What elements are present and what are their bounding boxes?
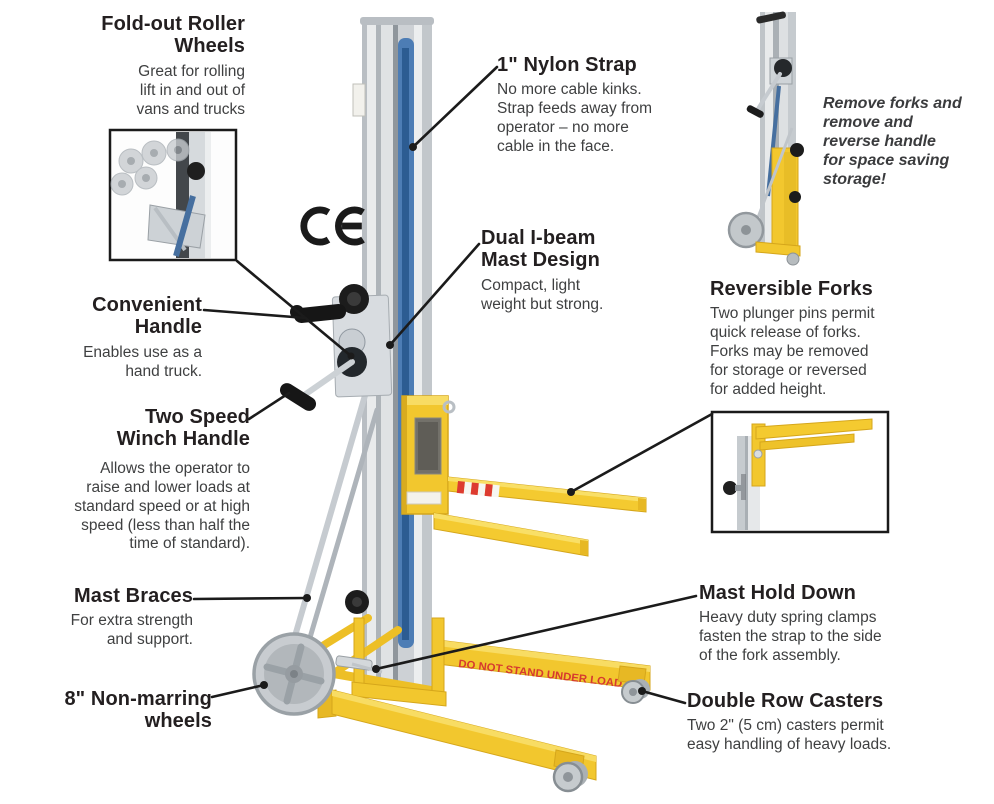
callout-line-hold-down — [374, 594, 698, 671]
callout-body-convenient-handle: Enables use as a hand truck. — [83, 343, 202, 380]
callout-title-fold-out-roller-wheels: Fold-out Roller Wheels — [101, 13, 245, 58]
roller-wheels — [110, 138, 190, 196]
callout-line-roller-inset — [235, 259, 353, 358]
base-frame: DO NOT STAND UNDER LOAD — [269, 614, 651, 793]
callout-title-convenient-handle: Convenient Handle — [92, 294, 202, 339]
callout-line-casters — [640, 689, 687, 705]
rear-caster — [617, 665, 650, 704]
callout-nylon-strap: 1" Nylon Strap No more cable kinks. Stra… — [497, 54, 679, 157]
callout-dot-wheels — [260, 681, 268, 689]
callout-mast-braces: Mast Braces For extra strength and suppo… — [40, 585, 193, 650]
folded-lift-photo — [727, 11, 804, 266]
winch-assembly — [279, 284, 393, 411]
callout-dot-dual-ibeam — [386, 341, 394, 349]
callout-line-wheels — [210, 683, 266, 699]
callout-title-mast-hold-down: Mast Hold Down — [699, 582, 856, 604]
storage-note: Remove forks and remove and reverse hand… — [823, 95, 962, 188]
roller-wheels-inset — [108, 128, 238, 262]
callout-title-nylon-strap: 1" Nylon Strap — [497, 54, 637, 76]
mast-label — [352, 83, 366, 117]
callout-title-dual-ibeam: Dual I-beam Mast Design — [481, 227, 600, 272]
callout-dot-casters — [638, 687, 646, 695]
callout-fold-out-roller-wheels: Fold-out Roller Wheels Great for rolling… — [58, 13, 245, 120]
callout-line-convenient — [202, 308, 308, 320]
lower-folded-roller — [345, 590, 369, 614]
carriage-loop — [442, 400, 456, 414]
callout-line-mast-braces — [192, 596, 309, 601]
nylon-strap — [398, 38, 414, 648]
callout-title-two-speed-winch: Two Speed Winch Handle — [116, 406, 250, 451]
callout-body-nylon-strap: No more cable kinks. Strap feeds away fr… — [497, 81, 653, 156]
reversible-fork-inset — [710, 410, 890, 534]
callout-convenient-handle: Convenient Handle Enables use as a hand … — [55, 294, 202, 382]
callout-body-fold-out-roller-wheels: Great for rolling lift in and out of van… — [136, 62, 245, 118]
ce-mark-icon — [300, 206, 365, 246]
callout-title-non-marring-wheels: 8" Non-marring wheels — [64, 688, 212, 733]
callout-body-reversible-forks: Two plunger pins permit quick release of… — [710, 305, 875, 399]
callout-dot-nylon-strap — [409, 143, 417, 151]
callout-line-fork-inset — [569, 412, 714, 494]
non-marring-wheel — [252, 632, 336, 716]
callout-body-mast-hold-down: Heavy duty spring clamps fasten the stra… — [699, 609, 882, 665]
mast-braces — [285, 389, 380, 663]
callout-body-double-row-casters: Two 2" (5 cm) casters permit easy handli… — [687, 717, 892, 754]
carriage-label — [406, 491, 442, 505]
callout-dot-fork-inset — [567, 488, 575, 496]
callout-non-marring-wheels: 8" Non-marring wheels — [40, 688, 212, 733]
winch-crank-arm — [297, 359, 355, 401]
callout-reversible-forks: Reversible Forks Two plunger pins permit… — [710, 278, 902, 400]
callout-title-mast-braces: Mast Braces — [74, 585, 193, 607]
winch-handle-grip — [279, 383, 317, 411]
callout-double-row-casters: Double Row Casters Two 2" (5 cm) casters… — [687, 690, 912, 755]
callout-dot-roller-inset — [347, 352, 355, 360]
front-caster — [552, 749, 588, 793]
forks — [433, 476, 647, 557]
callout-line-dual-ibeam — [388, 242, 481, 347]
callout-mast-hold-down: Mast Hold Down Heavy duty spring clamps … — [699, 582, 911, 666]
callout-title-reversible-forks: Reversible Forks — [710, 278, 873, 300]
fork-stripe-label — [456, 481, 500, 498]
callout-dot-mast-braces — [303, 594, 311, 602]
callout-lines — [192, 65, 714, 705]
fork-carriage — [401, 395, 456, 515]
mast — [352, 17, 434, 690]
callout-dot-hold-down — [372, 665, 380, 673]
callout-line-nylon-strap — [411, 65, 499, 149]
callout-body-mast-braces: For extra strength and support. — [70, 612, 193, 649]
front-leg — [317, 689, 597, 781]
callout-line-two-speed — [247, 391, 291, 421]
callout-title-double-row-casters: Double Row Casters — [687, 690, 884, 712]
callout-dual-ibeam: Dual I-beam Mast Design Compact, light w… — [481, 227, 641, 315]
callout-body-two-speed-winch: Allows the operator to raise and lower l… — [74, 459, 250, 553]
callout-body-dual-ibeam: Compact, light weight but strong. — [481, 276, 604, 313]
callout-two-speed-winch: Two Speed Winch Handle Allows the operat… — [50, 406, 250, 554]
